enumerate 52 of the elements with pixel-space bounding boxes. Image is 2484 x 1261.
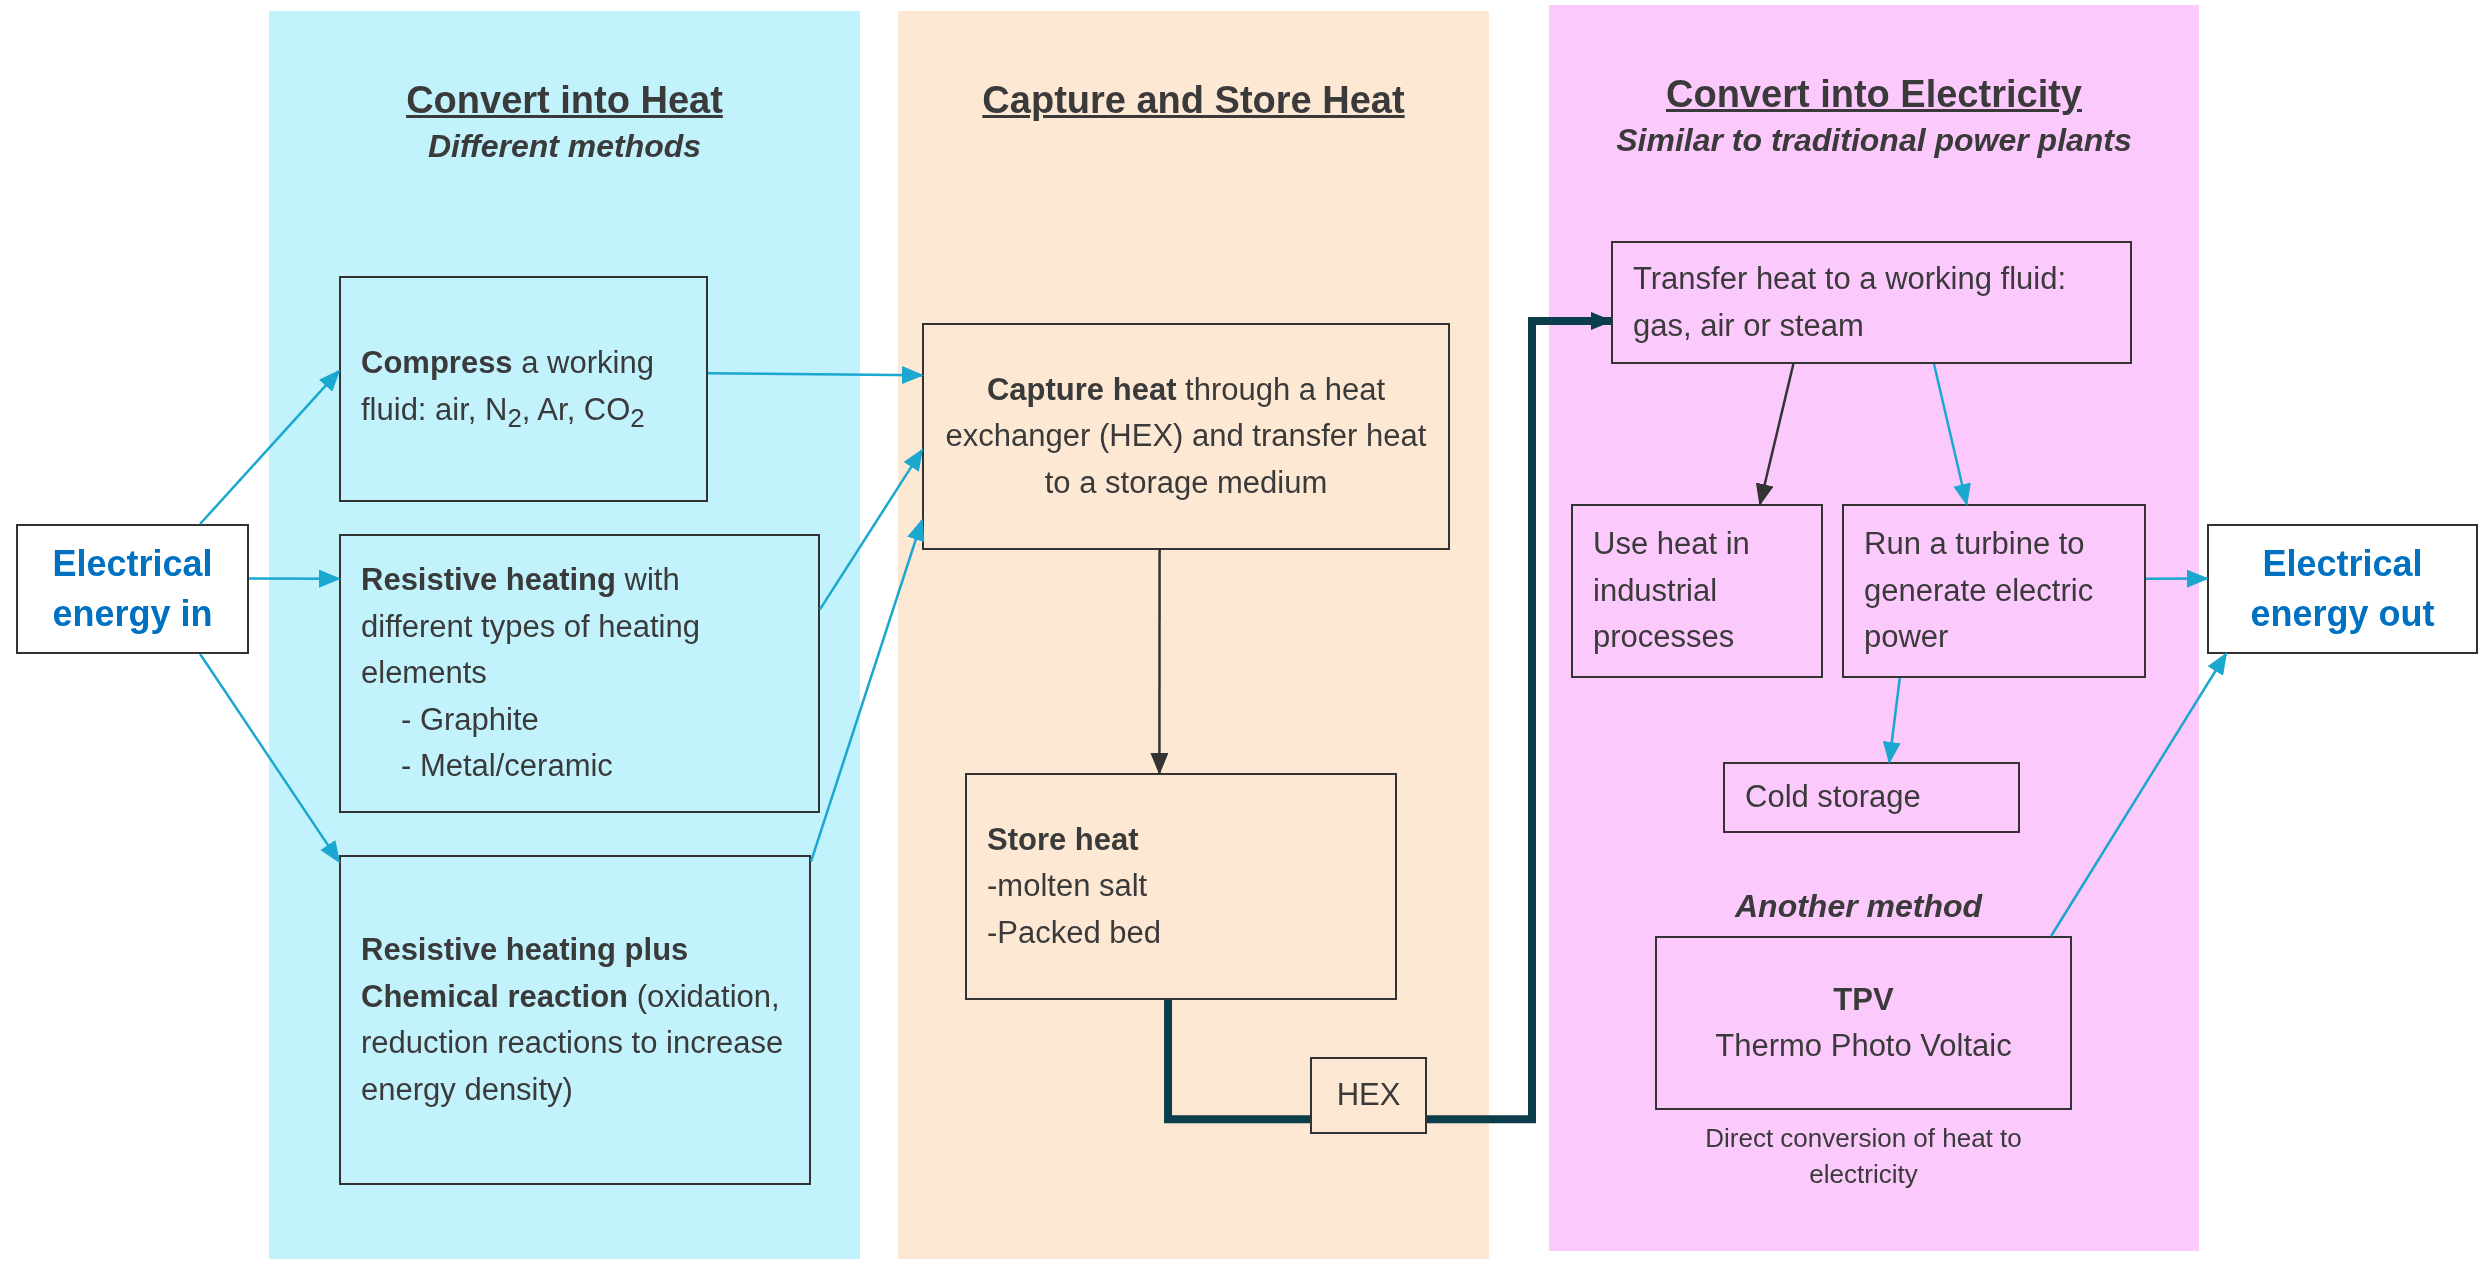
process-box: [339, 276, 708, 502]
arrow: [199, 653, 341, 864]
box-text: HEX: [1335, 1076, 1402, 1115]
process-box: [1611, 241, 2132, 364]
box-text: Resistive heating with different types of heating elements: [361, 561, 701, 693]
box-text: Run a turbine to generate electric power: [1864, 525, 2095, 657]
box-text: -molten salt: [987, 867, 1149, 906]
box-text: - Graphite: [400, 700, 540, 739]
arrow: [2050, 652, 2228, 937]
column-panel: [269, 11, 860, 1259]
terminal-label: Electrical energy out: [2249, 541, 2436, 636]
arrow: [1150, 550, 1169, 775]
column-panel: [1549, 5, 2199, 1251]
box-text: Resistive heating plus Chemical reaction (oxidation, reduction reactions to increase energy density): [361, 931, 785, 1109]
box-text: Cold storage: [1745, 778, 1922, 817]
arrow: [1427, 311, 1613, 1124]
box-text: -Packed bed: [987, 913, 1163, 952]
process-box: [965, 773, 1397, 1000]
box-text: - Metal/ceramic: [400, 747, 614, 786]
process-box: [1310, 1057, 1427, 1134]
column-subheading: Similar to traditional power plants: [1615, 122, 2133, 159]
arrow: [249, 569, 341, 588]
arrow: [708, 366, 924, 384]
node-label: Direct conversion of heat to electricity: [1704, 1122, 2023, 1192]
arrow: [1932, 363, 1971, 506]
arrow: [1755, 363, 1795, 506]
arrow: [2146, 569, 2209, 588]
box-text: TPV: [1832, 980, 1895, 1019]
box-text: Capture heat through a heat exchanger (HEX) and transfer heat to a storage medium: [944, 370, 1428, 502]
column-panel: [898, 11, 1489, 1259]
process-box: [1723, 762, 2020, 833]
process-box: [922, 323, 1450, 550]
terminal-box: [2207, 524, 2478, 654]
box-text: Store heat: [987, 820, 1140, 859]
box-text: Compress a working fluid: air, N$_{2}$, Ar, CO$_{2}$: [361, 344, 655, 434]
column-subheading: Different methods: [426, 128, 703, 165]
process-box: [339, 855, 811, 1185]
box-text: Thermo Photo Voltaic: [1714, 1027, 2013, 1065]
box-text: Use heat in industrial processes: [1593, 525, 1751, 657]
column-heading: Capture and Store Heat: [981, 79, 1406, 122]
arrow: [199, 369, 341, 525]
process-box: [1842, 504, 2146, 678]
column-heading: Convert into Electricity: [1665, 73, 2083, 116]
section-label: Another method: [1735, 888, 1983, 925]
process-box: [339, 534, 820, 813]
arrow: [809, 518, 925, 862]
terminal-label: Electrical energy in: [51, 541, 214, 636]
process-box: [1571, 504, 1823, 678]
box-text: Transfer heat to a working fluid: gas, air or steam: [1633, 260, 2068, 345]
column-heading: Convert into Heat: [405, 79, 724, 122]
terminal-box: [16, 524, 249, 654]
arrow: [1882, 677, 1901, 764]
